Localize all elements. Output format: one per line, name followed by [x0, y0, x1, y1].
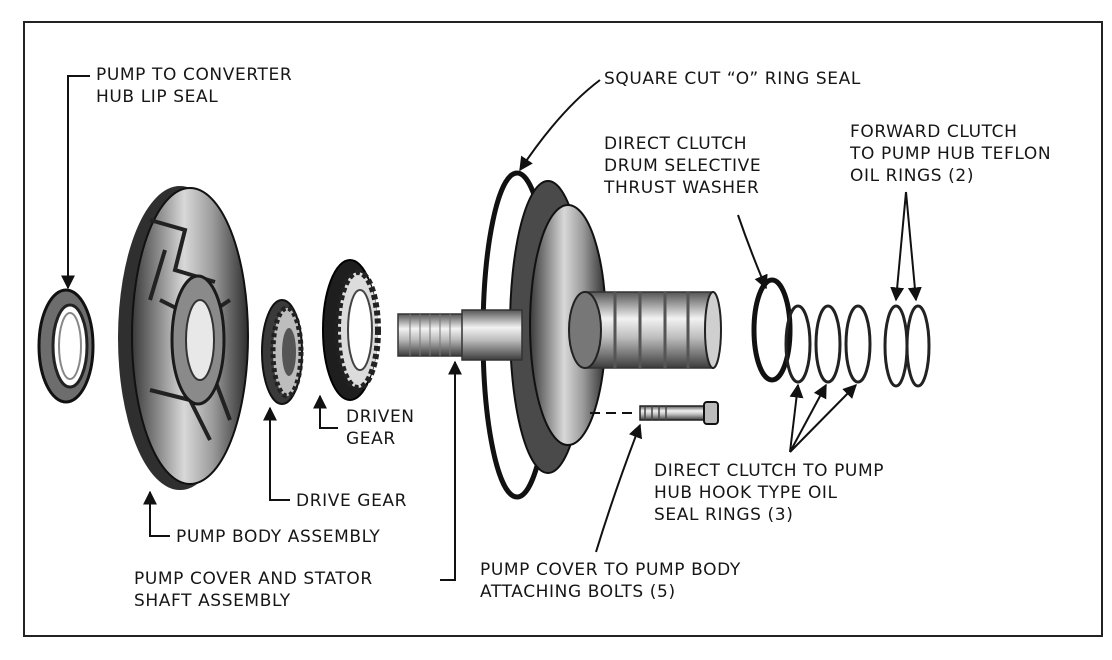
- pump-cover-part: [397, 170, 722, 500]
- hook-type-rings-part: [784, 304, 872, 384]
- label-line: THRUST WASHER: [604, 178, 760, 198]
- leader-pump-body: [143, 490, 170, 537]
- teflon-rings-part: [883, 304, 931, 388]
- label-line: SHAFT ASSEMBLY: [134, 591, 291, 611]
- pump-body-part: [118, 186, 249, 490]
- driven-gear-part: [322, 259, 381, 401]
- label-line: DRUM SELECTIVE: [604, 156, 762, 176]
- label-line: FORWARD CLUTCH: [850, 122, 1018, 142]
- drive-gear-part: [261, 299, 304, 405]
- label-pump-body: PUMP BODY ASSEMBLY: [176, 526, 380, 548]
- leader-drive-gear: [263, 406, 290, 501]
- label-line: TO PUMP HUB TEFLON: [850, 144, 1052, 164]
- leader-hook-c: [789, 384, 857, 453]
- leader-lines: [61, 75, 922, 581]
- leader-hook-a: [789, 383, 804, 453]
- label-line: PUMP TO CONVERTER: [96, 65, 293, 85]
- label-line: GEAR: [346, 429, 396, 449]
- label-o-ring: SQUARE CUT “O” RING SEAL: [604, 68, 861, 90]
- attaching-bolt-part: [590, 401, 719, 425]
- label-drive-gear: DRIVE GEAR: [296, 490, 407, 512]
- label-line: DIRECT CLUTCH: [604, 134, 748, 154]
- leader-teflon-a: [890, 191, 907, 302]
- hub-lip-seal-part: [37, 288, 95, 404]
- label-line: PUMP COVER AND STATOR: [134, 569, 373, 589]
- label-line: DRIVEN: [346, 407, 415, 427]
- leader-driven-gear: [313, 394, 338, 429]
- label-line: DRIVE GEAR: [296, 491, 408, 511]
- leader-thrust-washer: [737, 214, 768, 290]
- diagram-frame: [23, 21, 1103, 637]
- thrust-washer-part: [751, 277, 793, 383]
- label-line: SEAL RINGS (3): [654, 505, 794, 525]
- label-line: OIL RINGS (2): [850, 166, 975, 186]
- leader-hook-b: [789, 383, 827, 453]
- label-line: HUB HOOK TYPE OIL: [654, 483, 838, 503]
- label-line: HUB LIP SEAL: [96, 87, 219, 107]
- leader-teflon-b: [905, 191, 922, 302]
- label-line: DIRECT CLUTCH TO PUMP: [654, 461, 885, 481]
- leader-hub-lip-seal: [61, 75, 90, 290]
- label-line: SQUARE CUT “O” RING SEAL: [604, 69, 861, 89]
- leader-o-ring: [519, 79, 601, 172]
- label-line: PUMP BODY ASSEMBLY: [176, 527, 381, 547]
- leader-bolts: [595, 423, 643, 553]
- label-line: ATTACHING BOLTS (5): [480, 582, 676, 602]
- leader-stator-shaft: [440, 360, 462, 581]
- label-line: PUMP COVER TO PUMP BODY: [480, 560, 741, 580]
